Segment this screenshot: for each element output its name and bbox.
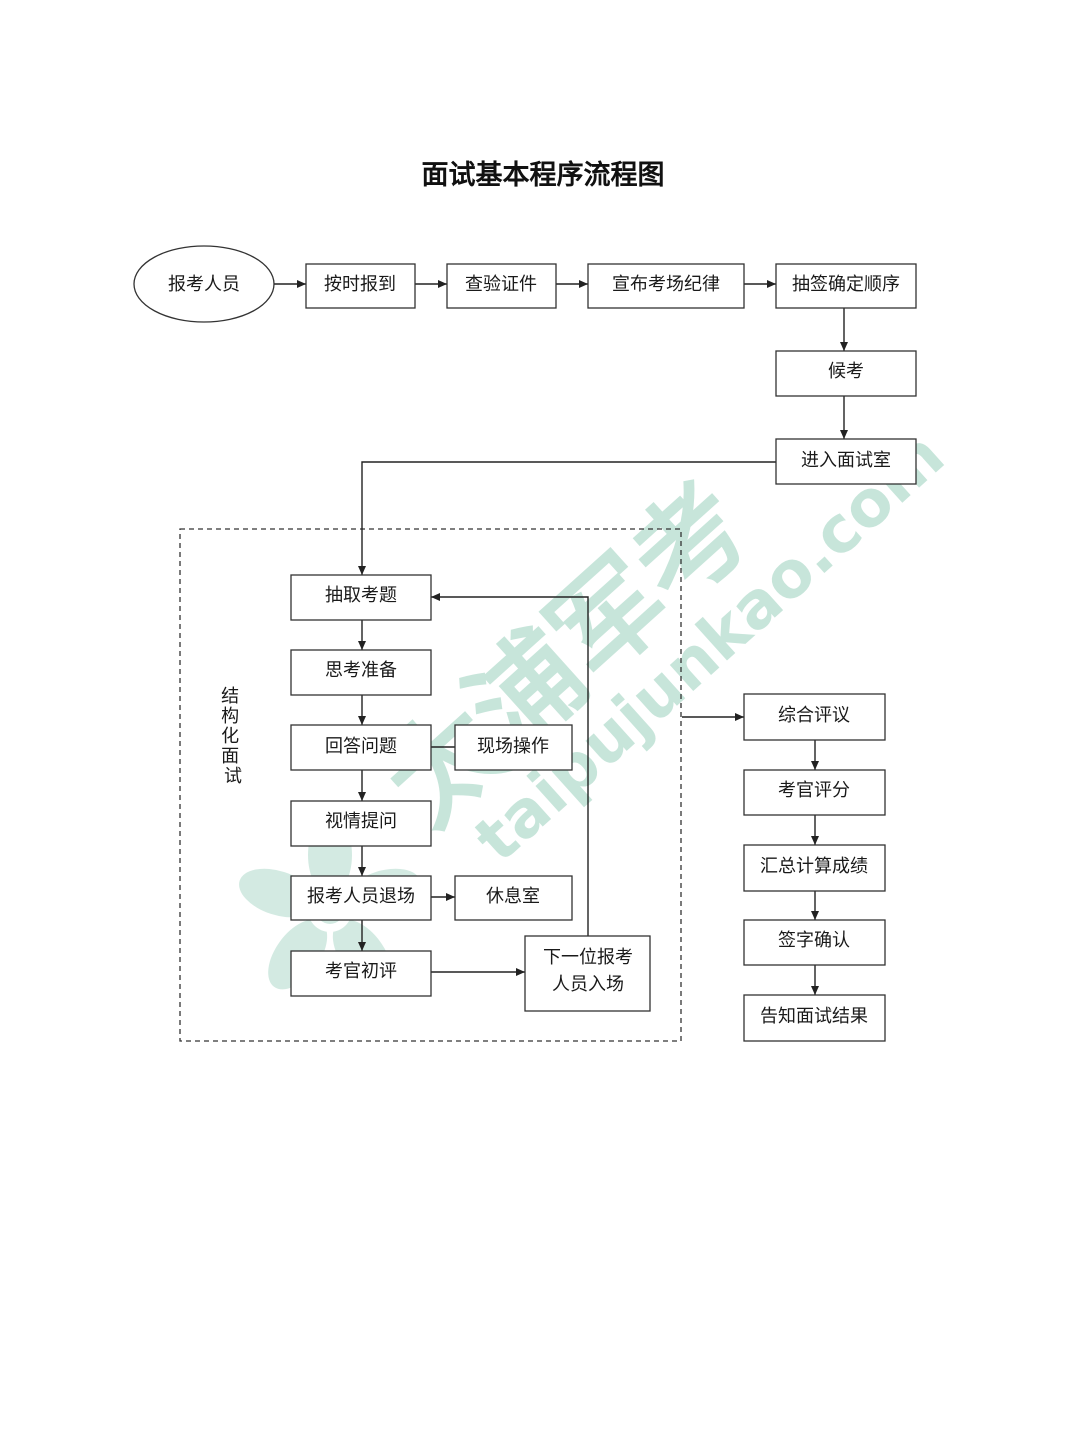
node-rest-room: 休息室 <box>454 875 573 921</box>
node-notify: 告知面试结果 <box>743 994 886 1042</box>
node-followup: 视情提问 <box>290 800 432 847</box>
node-answer-label: 回答问题 <box>325 736 397 757</box>
node-checkin: 按时报到 <box>305 263 416 309</box>
node-rest-room-label: 休息室 <box>486 886 540 907</box>
node-initial-eval-label: 考官初评 <box>325 961 397 982</box>
node-sign: 签字确认 <box>743 919 886 966</box>
group-label-char-1: 构 <box>221 706 239 727</box>
connectors <box>274 280 848 995</box>
node-prepare-label: 思考准备 <box>325 660 397 681</box>
structured-interview-group <box>179 528 682 1042</box>
node-draw-lots: 抽签确定顺序 <box>775 263 917 309</box>
node-discussion: 综合评议 <box>743 693 886 741</box>
node-rules: 宣布考场纪律 <box>587 263 745 309</box>
node-draw-lots-label: 抽签确定顺序 <box>792 274 900 295</box>
node-verify-id-label: 查验证件 <box>465 274 537 295</box>
group-label: 结 构 化 面 试 <box>221 686 245 787</box>
group-label-char-2: 化 <box>221 726 239 747</box>
node-enter-room-label: 进入面试室 <box>801 450 891 471</box>
node-followup-label: 视情提问 <box>325 811 397 832</box>
node-wait: 候考 <box>775 350 917 397</box>
arrow-enter-question <box>358 461 776 575</box>
node-scoring-label: 考官评分 <box>778 780 850 801</box>
node-draw-question-label: 抽取考题 <box>325 585 397 606</box>
node-rules-label: 宣布考场纪律 <box>612 274 720 295</box>
arrow-next-question <box>431 593 589 936</box>
node-exit-label: 报考人员退场 <box>307 886 415 907</box>
node-draw-question: 抽取考题 <box>290 574 432 621</box>
node-prepare: 思考准备 <box>290 649 432 696</box>
node-scoring: 考官评分 <box>743 769 886 816</box>
group-label-char-3: 面 <box>221 746 239 767</box>
node-initial-eval: 考官初评 <box>290 950 432 997</box>
node-next-label-line2: 人员入场 <box>552 974 624 995</box>
node-exit: 报考人员退场 <box>290 875 432 921</box>
node-next-label-line1: 下一位报考 <box>543 947 633 968</box>
node-sign-label: 签字确认 <box>778 930 850 951</box>
node-notify-label: 告知面试结果 <box>760 1006 868 1027</box>
node-operation-label: 现场操作 <box>477 736 549 757</box>
node-next-candidate: 下一位报考 人员入场 <box>524 935 651 1012</box>
node-summary: 汇总计算成绩 <box>743 844 886 892</box>
node-start-label: 报考人员 <box>168 274 240 295</box>
page-title: 面试基本程序流程图 <box>422 159 665 191</box>
node-start: 报考人员 <box>133 245 275 323</box>
node-operation: 现场操作 <box>454 724 573 771</box>
group-label-char-0: 结 <box>221 686 239 707</box>
node-discussion-label: 综合评议 <box>778 705 850 726</box>
node-answer: 回答问题 <box>290 724 432 771</box>
node-checkin-label: 按时报到 <box>324 274 396 295</box>
node-wait-label: 候考 <box>828 361 864 382</box>
node-enter-room: 进入面试室 <box>775 438 917 485</box>
node-summary-label: 汇总计算成绩 <box>760 856 868 877</box>
group-label-char-4: 试 <box>224 766 242 787</box>
node-verify-id: 查验证件 <box>446 263 557 309</box>
